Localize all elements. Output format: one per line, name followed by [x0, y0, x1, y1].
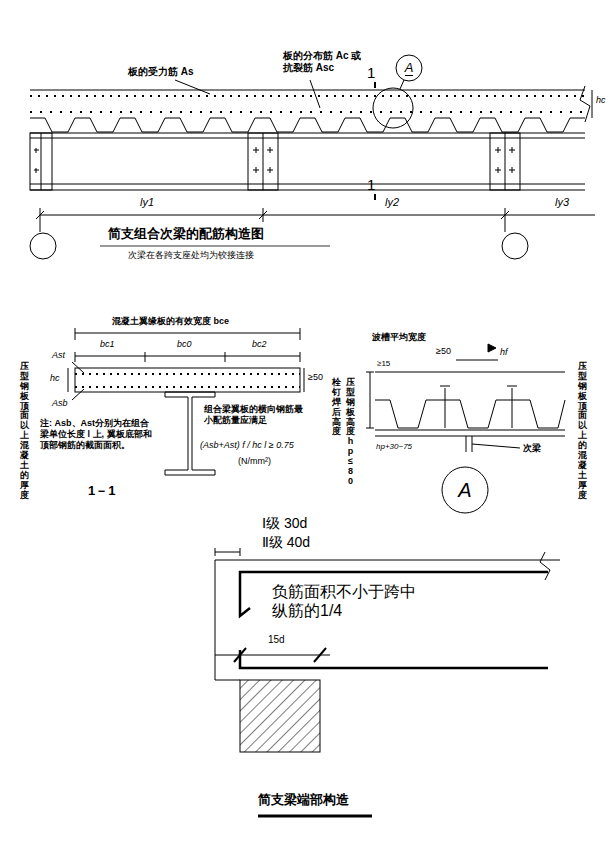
- drawing-label: 混凝土翼缘板的有效宽度 bce: [112, 316, 229, 327]
- drawing-label: ≥50: [436, 346, 451, 357]
- drawing-label: 简支梁端部构造: [258, 792, 349, 808]
- drawing-label: hf: [500, 347, 508, 358]
- drawing-label: 栓钉焊后高度: [332, 378, 341, 437]
- drawing-label: 压型钢板高度hp≤80: [346, 378, 355, 487]
- drawing-label: (N/mm²): [238, 456, 271, 467]
- drawing-label: 次梁在各跨支座处均为铰接连接: [128, 250, 254, 261]
- drawing-label: bc1: [100, 339, 115, 350]
- drawing-label: 1: [367, 64, 375, 82]
- drawing-label: 压型钢板顶面以上的混凝土厚度: [578, 362, 587, 500]
- drawing-label: hp+30~75: [376, 442, 412, 452]
- drawing-label: ly2: [385, 196, 399, 209]
- drawing-label: ly1: [140, 196, 154, 209]
- drawing-label: 波槽平均宽度: [372, 332, 426, 343]
- drawing-label: hc: [50, 373, 60, 384]
- detail-callout: A: [395, 54, 423, 82]
- callout-letter: A: [458, 480, 471, 500]
- drawing-label: ly3: [555, 196, 569, 209]
- drawing-label: ≥50: [308, 372, 323, 383]
- drawing-label: 压型钢板顶面以上混凝土的厚度: [20, 362, 29, 500]
- drawing-label: 简支组合次梁的配筋构造图: [108, 226, 264, 242]
- drawing-label: bc2: [252, 339, 267, 350]
- callout-letter: A: [405, 61, 414, 76]
- drawing-label: 负筋面积不小于跨中纵筋的1/4: [272, 582, 417, 620]
- drawing-label: 1－1: [88, 483, 115, 499]
- drawing-label: Ast: [52, 350, 65, 361]
- drawing-label: Asb: [52, 398, 68, 409]
- detail-callout: A: [441, 466, 489, 514]
- drawing-label: Ⅱ级 40d: [262, 534, 310, 551]
- drawing-label: (Asb+Ast) f / hc l ≥ 0.75: [200, 440, 294, 451]
- drawing-label: 1: [367, 176, 375, 194]
- drawing-label: ≥15: [377, 359, 390, 369]
- drawing-label: Ⅰ级 30d: [262, 515, 307, 532]
- drawing-label: 板的分布筋 Ac 或抗裂筋 Asc: [283, 50, 367, 74]
- drawing-label: 15d: [268, 634, 285, 646]
- drawing-label: 次梁: [523, 443, 541, 454]
- drawing-label: 组合梁翼板的横向钢筋最小配筋量应满足: [204, 404, 308, 426]
- drawing-label: hc: [596, 95, 606, 106]
- drawing-label: 注: Asb、Ast分别为在组合梁单位长度 l 上, 翼板底部和顶部钢筋的截面面…: [40, 418, 152, 450]
- drawing-label: 板的受力筋 As: [128, 66, 194, 78]
- drawing-label: bc0: [177, 339, 192, 350]
